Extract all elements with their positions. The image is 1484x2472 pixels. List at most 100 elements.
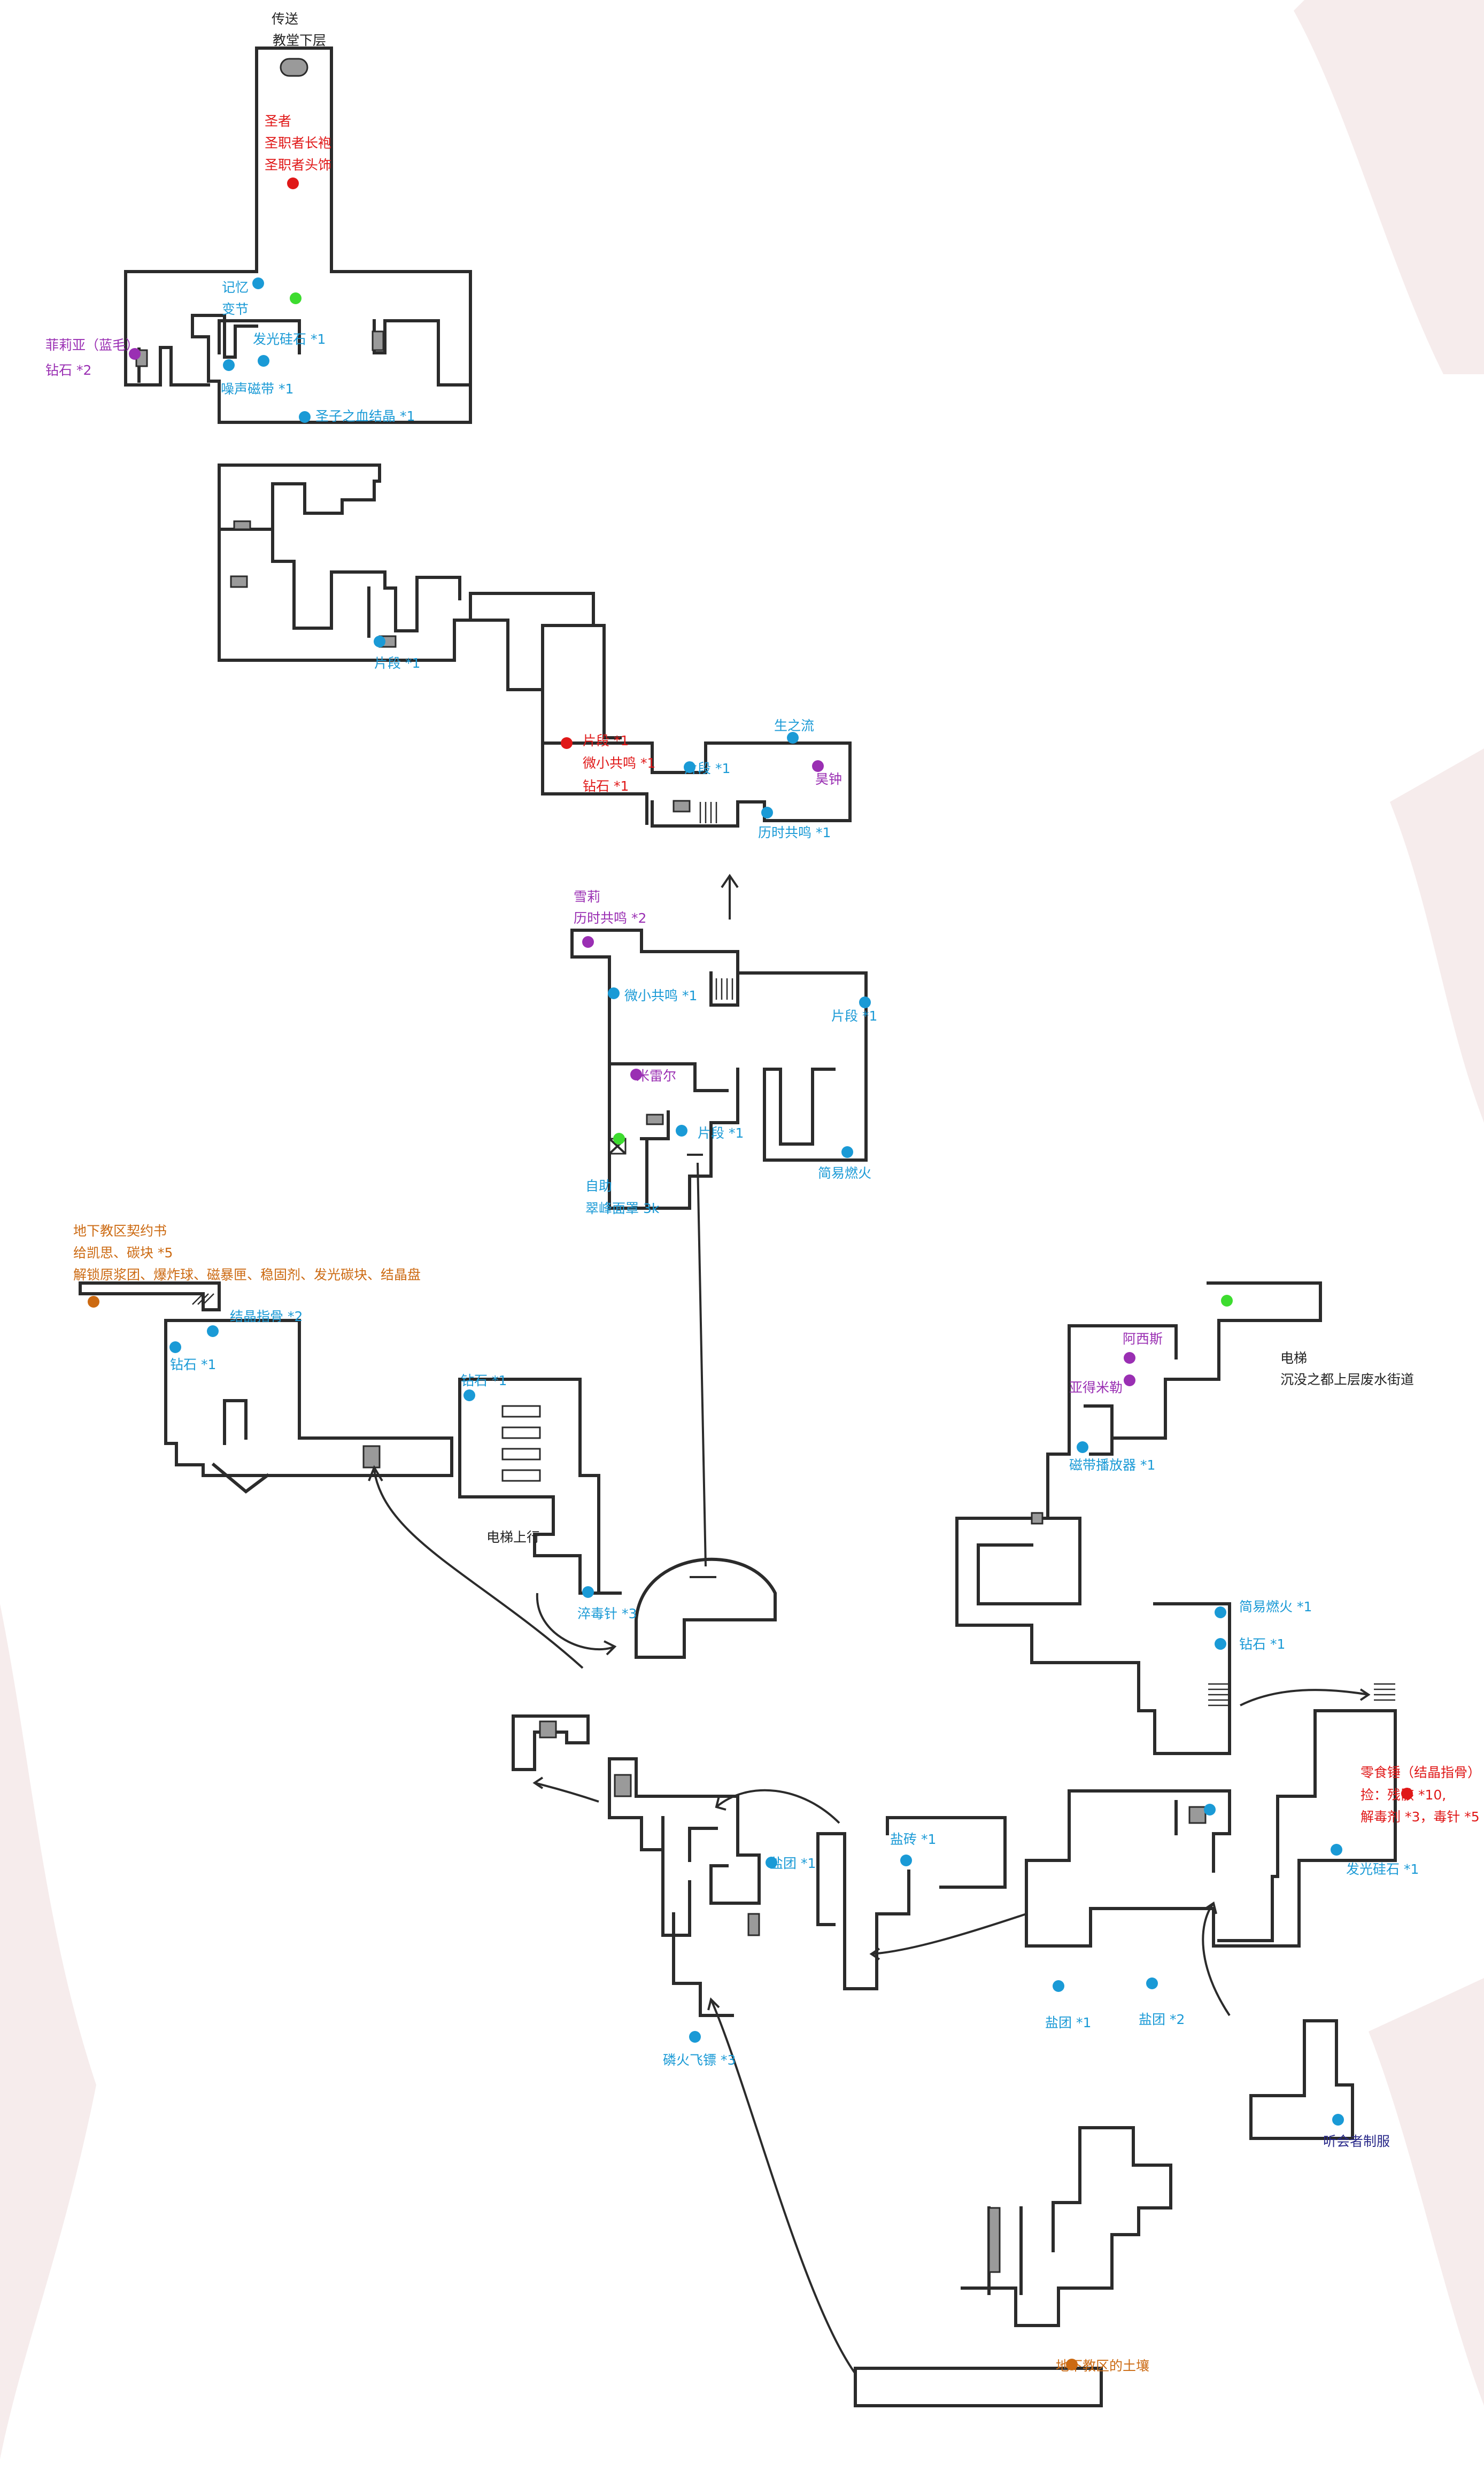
label-underground-soil: 地下教区的土壤	[1056, 2358, 1150, 2374]
label-micro-resonance-1b: 微小共鸣 *1	[624, 988, 698, 1003]
marker-item-26	[1331, 1844, 1342, 1856]
label-chapel-lower: 教堂下层	[273, 33, 327, 48]
label-glowing-silicon-1a: 发光硅石 *1	[253, 331, 326, 347]
marker-npc-37	[1124, 1352, 1135, 1364]
marker-item-7	[223, 359, 235, 371]
marker-item-19	[169, 1341, 181, 1353]
curve-arrow-dome	[536, 1593, 617, 1656]
marker-quest-39	[88, 1296, 99, 1308]
label-self-service: 自助	[585, 1178, 613, 1194]
label-elevator: 电梯	[1280, 1350, 1308, 1366]
label-fragment-1e: 片段 *1	[698, 1125, 744, 1141]
label-diamond-1b: 钻石 *1	[170, 1357, 217, 1372]
marker-item-25	[1204, 1804, 1216, 1816]
label-chrono-resonance-2: 历时共鸣 *2	[574, 910, 647, 926]
label-saint: 圣者	[265, 113, 292, 129]
marker-npc-35	[582, 936, 594, 948]
label-simple-fire-1: 简易燃火 *1	[1239, 1599, 1312, 1614]
marker-npc-36	[630, 1069, 642, 1080]
marker-item-9	[299, 411, 311, 423]
label-antidote: 解毒剂 *3，毒针 *5	[1361, 1809, 1480, 1825]
marker-item-11	[787, 732, 799, 744]
curve-arrow-left	[368, 1465, 584, 1669]
section-two	[218, 464, 852, 828]
label-diamond-1d: 钻石 *1	[1239, 1636, 1286, 1652]
arrow-bottom	[707, 1997, 856, 2375]
marker-item-30	[1146, 1977, 1158, 1989]
label-diamond-2a: 钻石 *2	[45, 362, 92, 378]
marker-item-18	[207, 1325, 219, 1337]
arrow-salt-left	[532, 1776, 599, 1803]
arrow-right-east	[1240, 1688, 1371, 1706]
marker-item-12	[684, 761, 695, 773]
marker-quest-40	[1066, 2359, 1078, 2370]
marker-item-32	[1332, 2114, 1344, 2126]
label-unlock-items: 解锁原浆团、爆炸球、磁暴匣、稳固剂、发光碳块、结晶盘	[73, 1267, 421, 1283]
label-pickup: 捡：残骸 *10,	[1361, 1787, 1447, 1803]
section-bottom	[854, 2126, 1172, 2407]
label-memory: 记忆	[222, 280, 249, 295]
label-diamond-1a: 钻石 *1	[583, 778, 629, 794]
label-fragment-1b: 片段 *1	[583, 733, 629, 748]
label-give-kaisi: 给凯思、碳块 *5	[73, 1245, 173, 1261]
label-salt-brick: 盐砖 *1	[890, 1832, 937, 1847]
section-salt	[512, 1714, 1007, 2017]
marker-item-23	[1215, 1606, 1226, 1618]
marker-item-21	[582, 1586, 594, 1598]
section-listener	[1249, 2019, 1354, 2140]
marker-npc-33	[129, 348, 141, 360]
marker-green-3	[290, 292, 302, 304]
label-elevator-up: 电梯上行	[486, 1529, 540, 1545]
arrow-salt-top	[715, 1789, 840, 1824]
section-left	[79, 1281, 453, 1494]
marker-item-28	[900, 1855, 912, 1866]
marker-npc-38	[1124, 1374, 1135, 1386]
label-sunken-city: 沉没之都上层废水街道	[1280, 1372, 1415, 1387]
label-listener-uniform: 听会者制服	[1323, 2134, 1390, 2149]
marker-item-6	[252, 277, 264, 289]
label-emerald-cover: 翠峰面罩 3k	[585, 1201, 660, 1216]
label-life-flow: 生之流	[774, 718, 815, 733]
marker-red-2	[1401, 1788, 1413, 1799]
arrow-salt-mid	[869, 1913, 1027, 1960]
label-underground-contract: 地下教区契约书	[73, 1223, 167, 1239]
marker-npc-34	[812, 760, 824, 772]
label-simple-fire-a: 简易燃火	[818, 1165, 872, 1181]
label-arcis: 阿西斯	[1123, 1331, 1163, 1347]
label-crystal-finger-2: 结晶指骨 *2	[230, 1309, 303, 1324]
label-salt-lump-1a: 盐团 *1	[770, 1856, 816, 1871]
label-tape-player: 磁带播放器 *1	[1069, 1457, 1156, 1473]
label-teleport: 传送	[272, 11, 299, 27]
arrow-listener	[1202, 1901, 1231, 2017]
label-lyre-bell: 昊钟	[815, 771, 843, 787]
up-arrow	[721, 874, 739, 920]
label-zero-eater: 零食锤（结晶指骨）	[1361, 1765, 1481, 1780]
section-dome	[635, 1557, 777, 1659]
marker-item-31	[689, 2031, 701, 2043]
label-noise-tape: 噪声磁带 *1	[221, 381, 294, 397]
marker-item-20	[463, 1389, 475, 1401]
marker-item-16	[676, 1125, 687, 1137]
label-micro-resonance-1a: 微小共鸣 *1	[583, 755, 656, 771]
label-salt-lump-1b: 盐团 *1	[1045, 2015, 1092, 2030]
label-filia: 菲莉亚（蓝毛）	[45, 337, 140, 353]
marker-red-1	[561, 737, 573, 749]
label-fragment-1d: 片段 *1	[831, 1008, 878, 1024]
label-salt-lump-2: 盐团 *2	[1139, 2012, 1185, 2027]
label-change-node: 变节	[222, 302, 249, 317]
marker-item-24	[1215, 1638, 1226, 1650]
marker-item-13	[761, 807, 773, 818]
label-xueli: 雪莉	[574, 889, 601, 905]
lift-line	[697, 1162, 707, 1567]
label-clergy-headwear: 圣职者头饰	[265, 157, 332, 173]
marker-item-8	[258, 355, 269, 367]
label-holy-blood: 圣子之血结晶 *1	[315, 408, 415, 424]
label-diamond-1c: 钻石 *1	[461, 1373, 507, 1388]
section-building	[458, 1378, 622, 1595]
label-chrono-resonance-1a: 历时共鸣 *1	[758, 825, 831, 840]
markers-layer	[88, 177, 1413, 2370]
label-fragment-1a: 片段 *1	[374, 655, 421, 671]
label-poison-needle-3a: 淬毒针 *3	[577, 1606, 637, 1621]
